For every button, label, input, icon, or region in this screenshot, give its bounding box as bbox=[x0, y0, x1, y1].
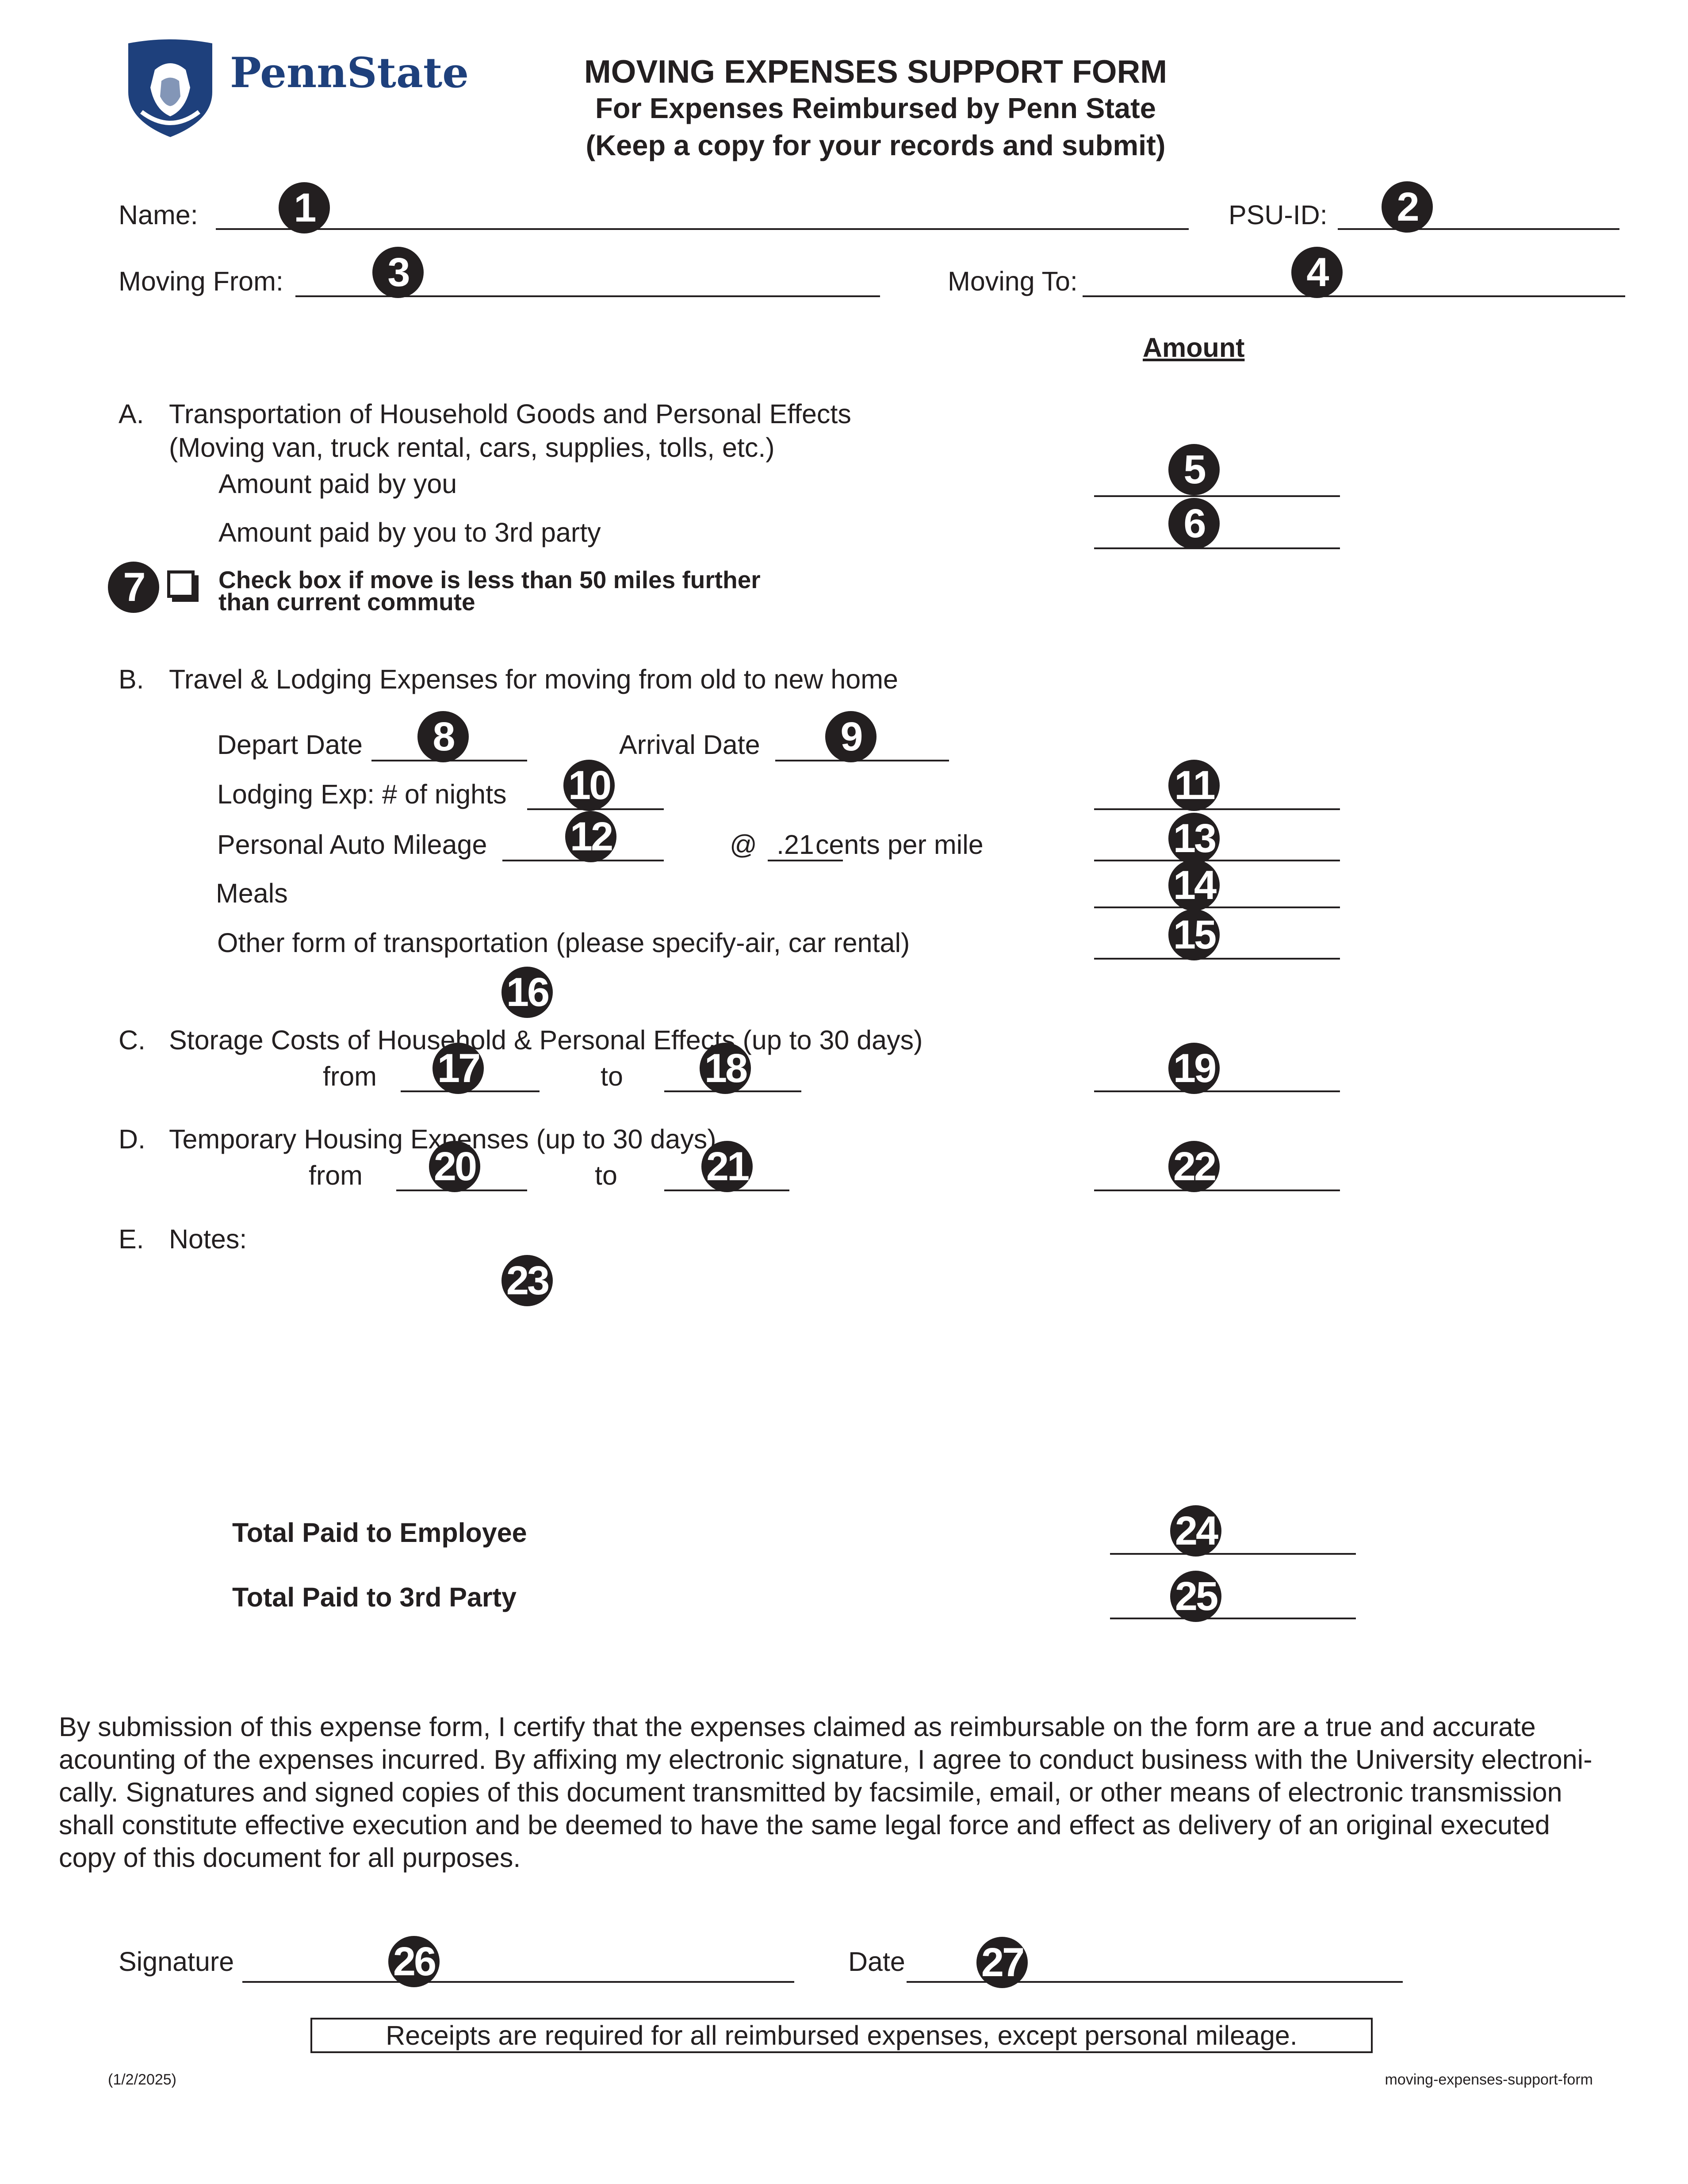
callout-badge-3: 3 bbox=[372, 247, 424, 298]
meals-amount-field[interactable] bbox=[1094, 906, 1340, 908]
section-a-letter: A. bbox=[119, 399, 144, 429]
form-subtitle: For Expenses Reimbursed by Penn State bbox=[595, 92, 1156, 124]
callout-badge-2: 2 bbox=[1382, 181, 1433, 233]
callout-badge-7: 7 bbox=[108, 562, 159, 613]
callout-badge-15: 15 bbox=[1168, 909, 1220, 960]
receipts-notice: Receipts are required for all reimbursed… bbox=[310, 2018, 1373, 2053]
under-50-miles-checkbox[interactable] bbox=[167, 570, 199, 602]
signature-field[interactable] bbox=[242, 1981, 794, 1983]
callout-badge-24: 24 bbox=[1170, 1505, 1221, 1557]
signature-label: Signature bbox=[119, 1947, 234, 1977]
storage-amount-field[interactable] bbox=[1094, 1090, 1340, 1092]
total-employee-label: Total Paid to Employee bbox=[232, 1518, 527, 1548]
moving-from-label: Moving From: bbox=[119, 266, 283, 296]
storage-from-label: from bbox=[323, 1061, 377, 1091]
callout-badge-14: 14 bbox=[1168, 860, 1220, 911]
certification-line: acounting of the expenses incurred. By a… bbox=[59, 1744, 1592, 1775]
callout-badge-23: 23 bbox=[501, 1255, 553, 1306]
callout-badge-4: 4 bbox=[1291, 247, 1343, 298]
mileage-rate-underline bbox=[768, 860, 843, 861]
checkbox-label-line2: than current commute bbox=[218, 588, 475, 616]
date-label: Date bbox=[848, 1947, 905, 1977]
callout-badge-18: 18 bbox=[700, 1043, 751, 1094]
total-3rd-party-label: Total Paid to 3rd Party bbox=[232, 1582, 517, 1612]
logo-wordmark: PennState bbox=[230, 49, 469, 97]
form-id: moving-expenses-support-form bbox=[1385, 2071, 1593, 2088]
certification-line: cally. Signatures and signed copies of t… bbox=[59, 1777, 1562, 1807]
form-version-date: (1/2/2025) bbox=[108, 2071, 176, 2088]
section-b-letter: B. bbox=[119, 664, 144, 694]
certification-text: By submission of this expense form, I ce… bbox=[59, 1710, 1633, 1874]
callout-badge-22: 22 bbox=[1168, 1141, 1220, 1192]
housing-from-label: from bbox=[309, 1160, 363, 1190]
checkbox-label-line1: Check box if move is less than 50 miles … bbox=[218, 566, 761, 593]
name-label: Name: bbox=[119, 200, 198, 230]
certification-line: copy of this document for all purposes. bbox=[59, 1843, 521, 1873]
lodging-label: Lodging Exp: # of nights bbox=[217, 779, 507, 809]
section-a-title: Transportation of Household Goods and Pe… bbox=[169, 399, 851, 429]
callout-badge-8: 8 bbox=[417, 711, 469, 762]
amount-column-header: Amount bbox=[1143, 333, 1245, 363]
section-e-letter: E. bbox=[119, 1224, 144, 1254]
callout-badge-16: 16 bbox=[501, 967, 553, 1018]
callout-badge-17: 17 bbox=[433, 1043, 484, 1094]
mileage-rate-unit: cents per mile bbox=[815, 830, 984, 860]
name-field[interactable] bbox=[216, 228, 1189, 230]
section-c-letter: C. bbox=[119, 1025, 145, 1055]
form-title: MOVING EXPENSES SUPPORT FORM bbox=[584, 54, 1167, 90]
callout-badge-26: 26 bbox=[388, 1936, 440, 1987]
total-3rd-party-amount-field[interactable] bbox=[1110, 1618, 1356, 1619]
certification-line: By submission of this expense form, I ce… bbox=[59, 1712, 1536, 1742]
form-instruction: (Keep a copy for your records and submit… bbox=[586, 129, 1166, 161]
moving-from-field[interactable] bbox=[295, 295, 880, 297]
signature-date-field[interactable] bbox=[907, 1981, 1403, 1983]
storage-to-label: to bbox=[601, 1061, 623, 1091]
mileage-label: Personal Auto Mileage bbox=[217, 830, 487, 860]
section-c-title: Storage Costs of Household & Personal Ef… bbox=[169, 1025, 923, 1055]
callout-badge-6: 6 bbox=[1168, 498, 1220, 549]
section-a-subtitle: (Moving van, truck rental, cars, supplie… bbox=[169, 432, 775, 463]
callout-badge-11: 11 bbox=[1168, 760, 1220, 811]
arrival-date-label: Arrival Date bbox=[619, 730, 760, 760]
section-b-title: Travel & Lodging Expenses for moving fro… bbox=[169, 664, 898, 694]
paid-to-3rd-party-label: Amount paid by you to 3rd party bbox=[218, 517, 601, 547]
other-transport-label: Other form of transportation (please spe… bbox=[217, 928, 910, 958]
callout-badge-12: 12 bbox=[565, 811, 616, 862]
section-e-title: Notes: bbox=[169, 1224, 247, 1254]
callout-badge-20: 20 bbox=[429, 1141, 480, 1192]
housing-to-label: to bbox=[595, 1160, 617, 1190]
total-employee-amount-field[interactable] bbox=[1110, 1553, 1356, 1555]
callout-badge-19: 19 bbox=[1168, 1043, 1220, 1094]
meals-label: Meals bbox=[216, 878, 288, 908]
paid-by-you-label: Amount paid by you bbox=[218, 469, 457, 499]
psu-id-field[interactable] bbox=[1338, 228, 1619, 230]
callout-badge-27: 27 bbox=[976, 1937, 1028, 1988]
depart-date-label: Depart Date bbox=[217, 730, 363, 760]
arrival-date-field[interactable] bbox=[775, 760, 949, 761]
paid-to-3rd-party-amount-field[interactable] bbox=[1094, 547, 1340, 549]
penn-state-shield-logo bbox=[128, 39, 212, 137]
psu-id-label: PSU-ID: bbox=[1229, 200, 1328, 230]
mileage-amount-field[interactable] bbox=[1094, 860, 1340, 861]
lodging-amount-field[interactable] bbox=[1094, 808, 1340, 810]
mileage-at-symbol: @ bbox=[730, 830, 757, 860]
section-d-letter: D. bbox=[119, 1124, 145, 1154]
paid-by-you-amount-field[interactable] bbox=[1094, 495, 1340, 497]
callout-badge-9: 9 bbox=[825, 711, 877, 762]
callout-badge-21: 21 bbox=[701, 1141, 753, 1192]
other-transport-amount-field[interactable] bbox=[1094, 958, 1340, 960]
notes-area[interactable] bbox=[169, 1260, 1363, 1446]
callout-badge-10: 10 bbox=[563, 760, 615, 811]
mileage-rate-value: .21 bbox=[777, 830, 814, 860]
callout-badge-13: 13 bbox=[1168, 813, 1220, 864]
housing-amount-field[interactable] bbox=[1094, 1190, 1340, 1191]
callout-badge-5: 5 bbox=[1168, 444, 1220, 495]
moving-to-field[interactable] bbox=[1083, 295, 1625, 297]
certification-line: shall constitute effective execution and… bbox=[59, 1810, 1550, 1840]
callout-badge-1: 1 bbox=[279, 182, 330, 233]
callout-badge-25: 25 bbox=[1170, 1571, 1221, 1622]
moving-to-label: Moving To: bbox=[948, 266, 1078, 296]
